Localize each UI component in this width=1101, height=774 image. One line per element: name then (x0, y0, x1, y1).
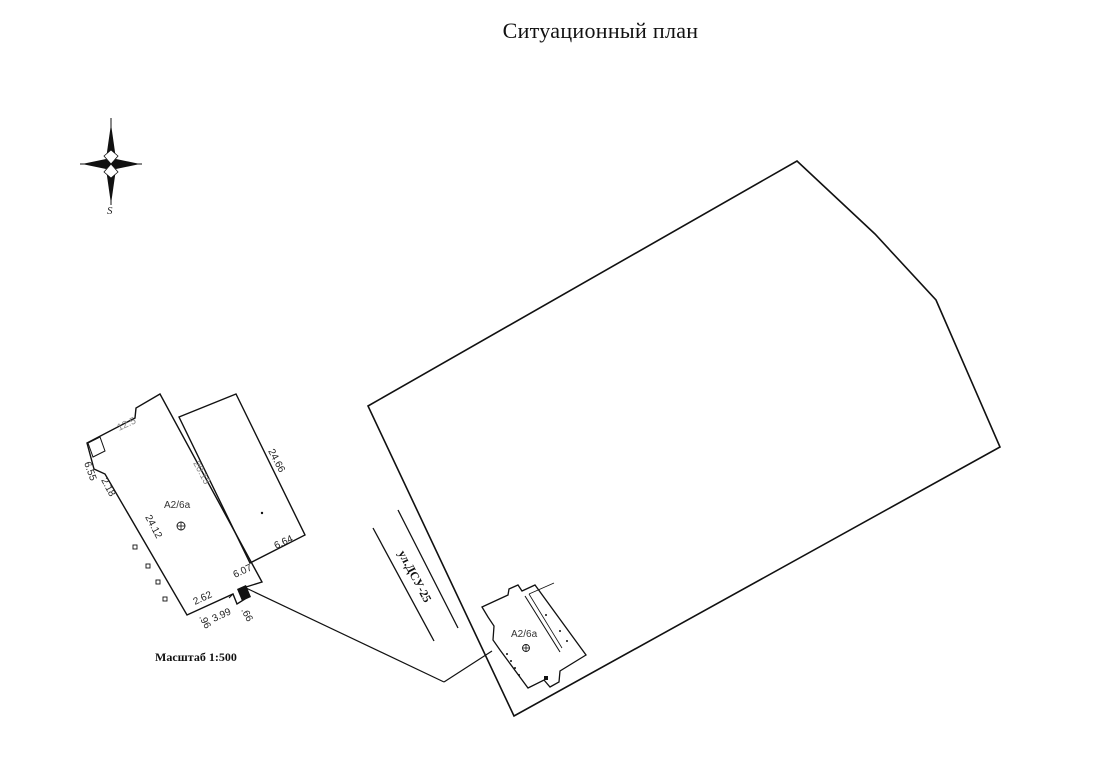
compass-south-label: S (107, 205, 113, 217)
dim-bottom-d: .66 (238, 606, 254, 624)
street-line-right (397, 509, 459, 629)
street-line-left (372, 527, 435, 642)
site-building (481, 582, 587, 689)
scale-label: Масштаб 1:500 (155, 650, 237, 664)
leader-line (245, 587, 445, 683)
dim-left-upper: 6.55 (81, 460, 98, 482)
dim-middle: 20.13 (190, 459, 212, 487)
dim-left-short: 2.18 (98, 476, 117, 499)
dim-bottom-c: 3.99 (211, 606, 234, 624)
plan-title: Ситуационный план (502, 18, 699, 43)
site-parcel (366, 160, 1002, 718)
dim-corner-small: 6.07 (232, 562, 255, 580)
street-label: ул.ДСУ-25 (395, 548, 434, 605)
dim-bottom-a: 2.62 (192, 589, 215, 607)
site-building-code: А2/6а (511, 629, 538, 640)
detail-building-code: А2/6а (164, 500, 191, 511)
detail-building (86, 393, 306, 616)
compass-rose-icon (80, 118, 142, 205)
dim-right-bottom: 6.64 (273, 533, 296, 551)
leader-line-to-building (443, 650, 493, 683)
dim-left-long: 24.12 (142, 513, 164, 541)
